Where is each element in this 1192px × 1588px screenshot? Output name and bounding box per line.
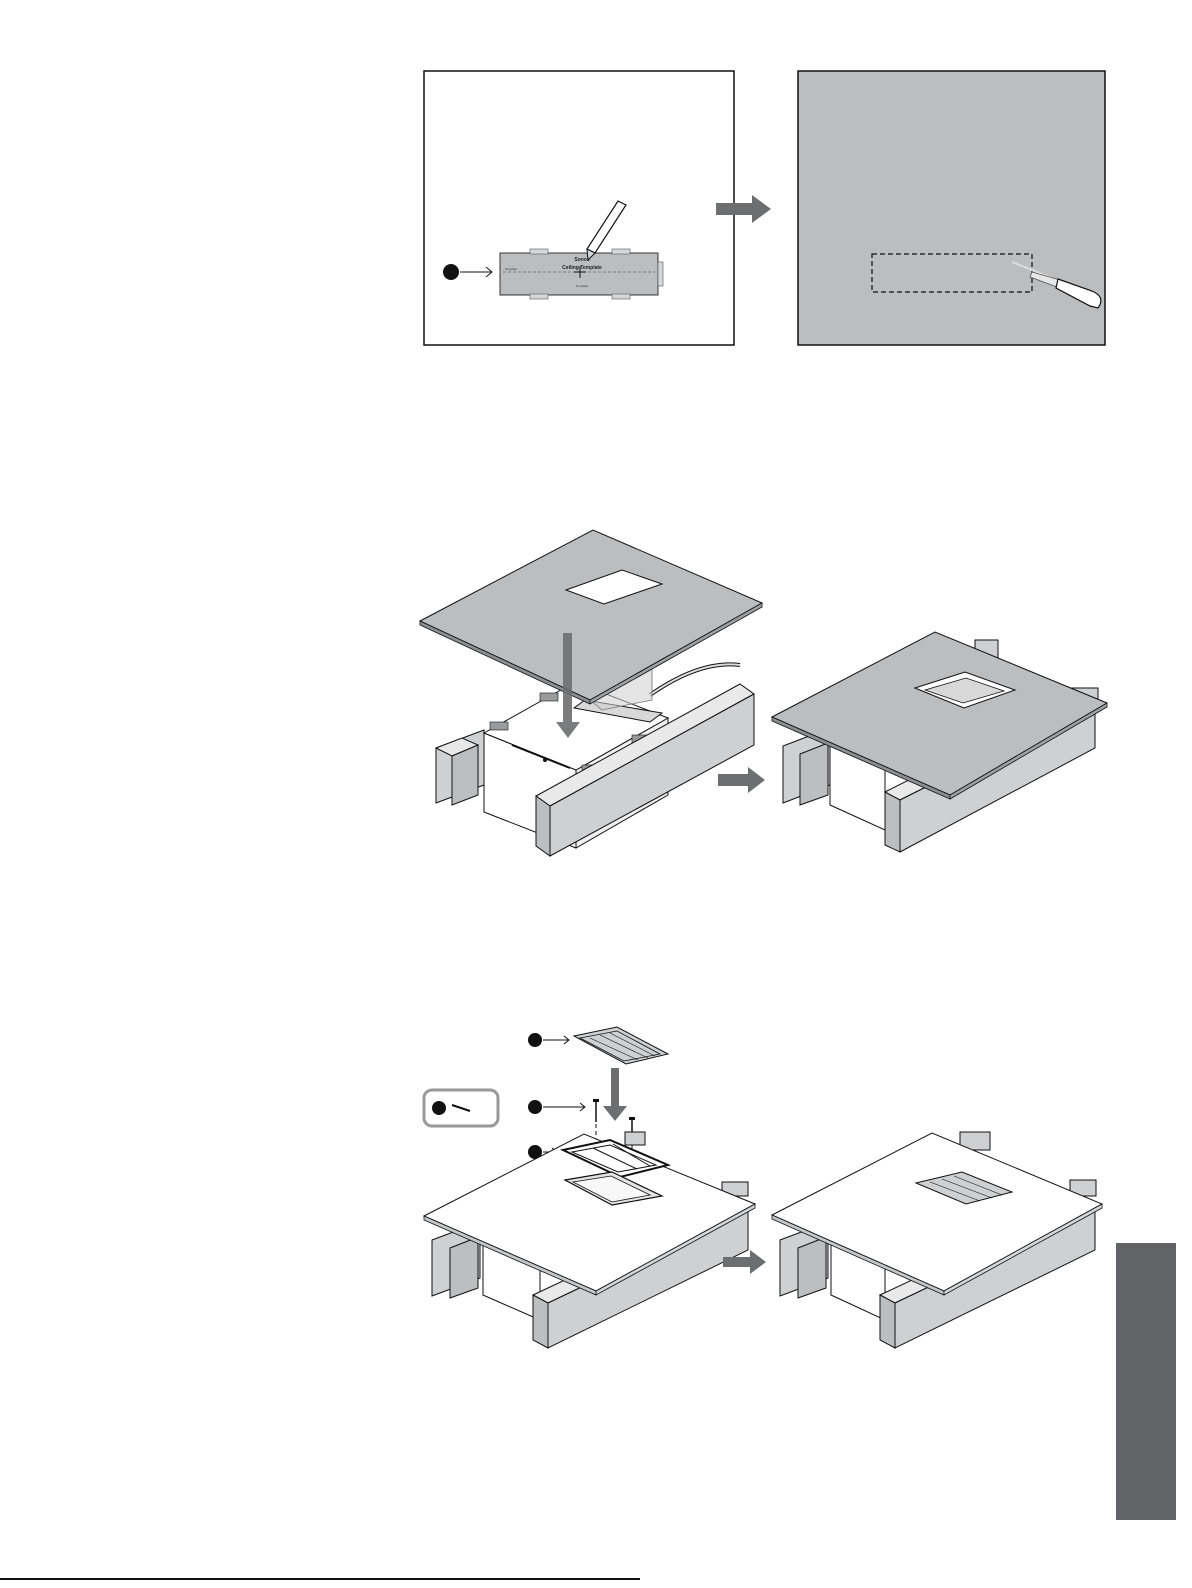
template-side-label: Template [505, 267, 518, 271]
section-tab [1116, 1243, 1176, 1520]
step-arrow-icon [718, 767, 765, 793]
callout-dot-icon [528, 1100, 542, 1114]
ceiling-template-card: Sonos Ceiling Template Template Template [500, 249, 663, 299]
step2-install-drywall-left [420, 530, 762, 856]
callout-dot-icon [443, 264, 459, 280]
step3-attach-grille-right [772, 1132, 1102, 1348]
screw-legend [424, 1090, 498, 1126]
template-bottom-label: Template [576, 284, 589, 288]
speaker-grille [574, 1027, 668, 1064]
footer-rule [0, 1578, 640, 1580]
callout-dot-icon [528, 1033, 542, 1047]
step1-cut-drywall-panel [798, 71, 1105, 345]
step1-trace-template-panel: Sonos Ceiling Template Template Template [424, 71, 734, 345]
step2-install-drywall-right [772, 632, 1107, 852]
template-title: Ceiling Template [562, 265, 602, 271]
step3-attach-grille-left [424, 1027, 755, 1348]
